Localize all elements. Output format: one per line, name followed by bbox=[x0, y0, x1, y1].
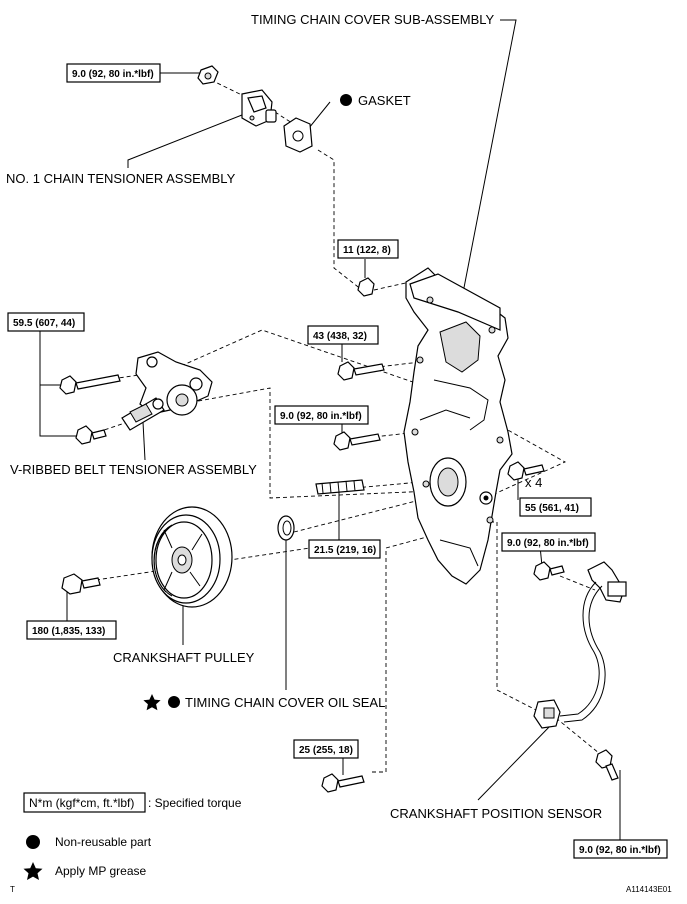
svg-text:55 (561, 41): 55 (561, 41) bbox=[525, 503, 579, 514]
svg-text:9.0 (92, 80 in.*lbf): 9.0 (92, 80 in.*lbf) bbox=[507, 538, 589, 549]
footer-left: T bbox=[10, 885, 15, 894]
svg-text:9.0 (92, 80 in.*lbf): 9.0 (92, 80 in.*lbf) bbox=[72, 69, 154, 80]
filled-circle-icon bbox=[340, 94, 352, 106]
belt-tensioner-bolt-short bbox=[75, 425, 107, 445]
crankshaft-pulley bbox=[151, 506, 233, 608]
stud-bolt bbox=[315, 479, 365, 495]
chain-tensioner-assembly bbox=[241, 89, 277, 127]
bolt-9-mid bbox=[333, 431, 381, 451]
torque-box-cover-top: 11 (122, 8) bbox=[337, 239, 399, 259]
label-position-sensor: CRANKSHAFT POSITION SENSOR bbox=[390, 806, 602, 821]
svg-text:59.5 (607, 44): 59.5 (607, 44) bbox=[13, 318, 75, 329]
gasket-part bbox=[283, 117, 313, 153]
torque-box-belt-tensioner: 59.5 (607, 44) bbox=[7, 312, 85, 332]
oil-seal bbox=[277, 515, 295, 541]
svg-text:43 (438, 32): 43 (438, 32) bbox=[313, 331, 367, 342]
legend-unit-desc: : Specified torque bbox=[148, 796, 242, 810]
svg-text:11 (122, 8): 11 (122, 8) bbox=[343, 245, 391, 256]
torque-box-stud: 21.5 (219, 16) bbox=[308, 539, 381, 559]
svg-text:21.5 (219, 16): 21.5 (219, 16) bbox=[314, 545, 376, 556]
label-chain-tensioner: NO. 1 CHAIN TENSIONER ASSEMBLY bbox=[6, 171, 236, 186]
bolt-43 bbox=[337, 361, 385, 381]
sensor-bolt-bottom bbox=[595, 749, 619, 781]
legend-unit: N*m (kgf*cm, ft.*lbf) bbox=[29, 796, 134, 810]
label-gasket: GASKET bbox=[358, 93, 411, 108]
bolt-55 bbox=[507, 461, 545, 481]
svg-text:25 (255, 18): 25 (255, 18) bbox=[299, 745, 353, 756]
pulley-bolt bbox=[61, 573, 101, 595]
svg-text:180 (1,835, 133): 180 (1,835, 133) bbox=[32, 626, 105, 637]
label-timing-cover: TIMING CHAIN COVER SUB-ASSEMBLY bbox=[251, 12, 495, 27]
cover-top-bolt bbox=[357, 277, 375, 297]
filled-circle-icon bbox=[26, 835, 40, 849]
legend-grease: Apply MP grease bbox=[55, 864, 146, 878]
torque-box-9-mid: 9.0 (92, 80 in.*lbf) bbox=[274, 405, 369, 425]
torque-box-tensioner: 9.0 (92, 80 in.*lbf) bbox=[66, 63, 161, 83]
torque-box-sensor-bottom: 9.0 (92, 80 in.*lbf) bbox=[573, 839, 668, 859]
label-x4: x 4 bbox=[525, 475, 542, 490]
torque-box-sensor-top: 9.0 (92, 80 in.*lbf) bbox=[501, 532, 596, 552]
svg-text:9.0 (92, 80 in.*lbf): 9.0 (92, 80 in.*lbf) bbox=[280, 411, 362, 422]
legend: N*m (kgf*cm, ft.*lbf) : Specified torque… bbox=[23, 792, 242, 880]
torque-box-pulley: 180 (1,835, 133) bbox=[26, 620, 117, 640]
legend-unit-box bbox=[23, 792, 146, 813]
sensor-bolt-top bbox=[533, 561, 565, 581]
crankshaft-position-sensor bbox=[533, 561, 627, 729]
torque-box-55: 55 (561, 41) bbox=[519, 497, 592, 517]
legend-nonreusable: Non-reusable part bbox=[55, 835, 152, 849]
torque-box-25: 25 (255, 18) bbox=[293, 739, 359, 759]
timing-chain-cover bbox=[403, 267, 513, 585]
label-belt-tensioner: V-RIBBED BELT TENSIONER ASSEMBLY bbox=[10, 462, 257, 477]
svg-text:9.0 (92, 80 in.*lbf): 9.0 (92, 80 in.*lbf) bbox=[579, 845, 661, 856]
footer-code: A114143E01 bbox=[626, 885, 672, 894]
chain-tensioner-bolt bbox=[197, 65, 219, 85]
belt-tensioner-bolt-long bbox=[59, 374, 121, 395]
belt-tensioner-assembly bbox=[121, 351, 213, 431]
filled-circle-icon bbox=[168, 696, 180, 708]
leader-lines bbox=[39, 19, 621, 840]
label-crank-pulley: CRANKSHAFT PULLEY bbox=[113, 650, 255, 665]
torque-box-43: 43 (438, 32) bbox=[307, 325, 379, 345]
star-icon bbox=[23, 862, 43, 880]
label-oil-seal: TIMING CHAIN COVER OIL SEAL bbox=[185, 695, 385, 710]
bolt-25 bbox=[321, 773, 365, 793]
star-icon bbox=[143, 694, 161, 711]
